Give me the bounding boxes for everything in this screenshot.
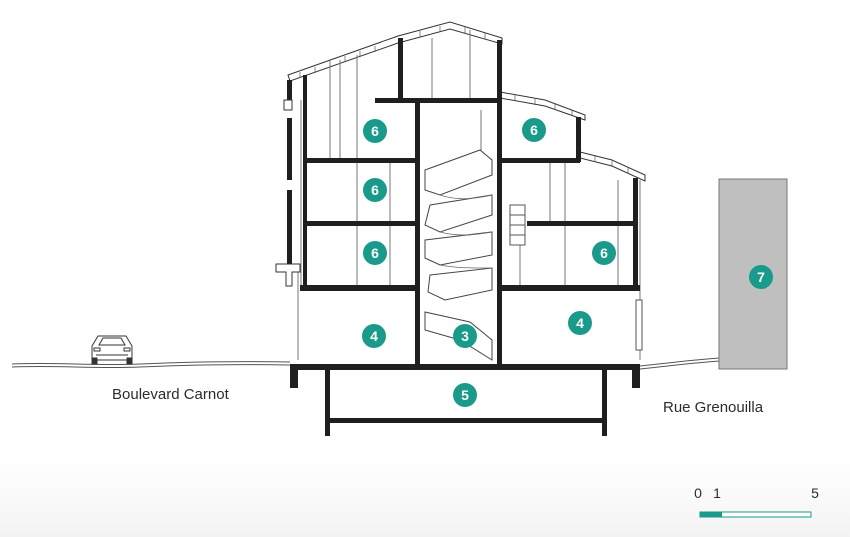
room-number: 3 xyxy=(461,328,469,344)
room-marker-ground-left: 4 xyxy=(362,324,386,348)
room-number: 4 xyxy=(370,328,378,344)
room-markers: 6 6 6 6 6 4 3 4 xyxy=(362,118,773,407)
room-marker-ground-right: 4 xyxy=(568,311,592,335)
car-icon xyxy=(91,335,133,365)
room-number: 5 xyxy=(461,387,469,403)
scale-bar: 0 1 5 xyxy=(694,485,819,518)
room-marker-attic-left: 6 xyxy=(363,119,387,143)
room-number: 6 xyxy=(600,245,608,261)
street-label-right: Rue Grenouilla xyxy=(663,399,764,416)
room-number: 6 xyxy=(371,123,379,139)
ground-fade xyxy=(0,430,850,537)
scale-label: 5 xyxy=(811,485,819,501)
ground-line xyxy=(11,357,721,370)
room-marker-stair-core: 3 xyxy=(453,324,477,348)
scale-label: 0 xyxy=(694,485,702,501)
room-number: 6 xyxy=(371,182,379,198)
room-number: 7 xyxy=(757,269,765,285)
scale-label: 1 xyxy=(713,485,721,501)
room-number: 4 xyxy=(576,315,584,331)
room-number: 6 xyxy=(371,245,379,261)
street-label-left: Boulevard Carnot xyxy=(112,386,230,403)
room-marker-floor2-left: 6 xyxy=(363,178,387,202)
room-marker-attic-right: 6 xyxy=(522,118,546,142)
room-marker-floor1-right: 6 xyxy=(592,241,616,265)
room-marker-neighbor-block: 7 xyxy=(749,265,773,289)
room-number: 6 xyxy=(530,122,538,138)
room-marker-floor1-left: 6 xyxy=(363,241,387,265)
building-section xyxy=(275,21,646,436)
room-marker-basement: 5 xyxy=(453,383,477,407)
